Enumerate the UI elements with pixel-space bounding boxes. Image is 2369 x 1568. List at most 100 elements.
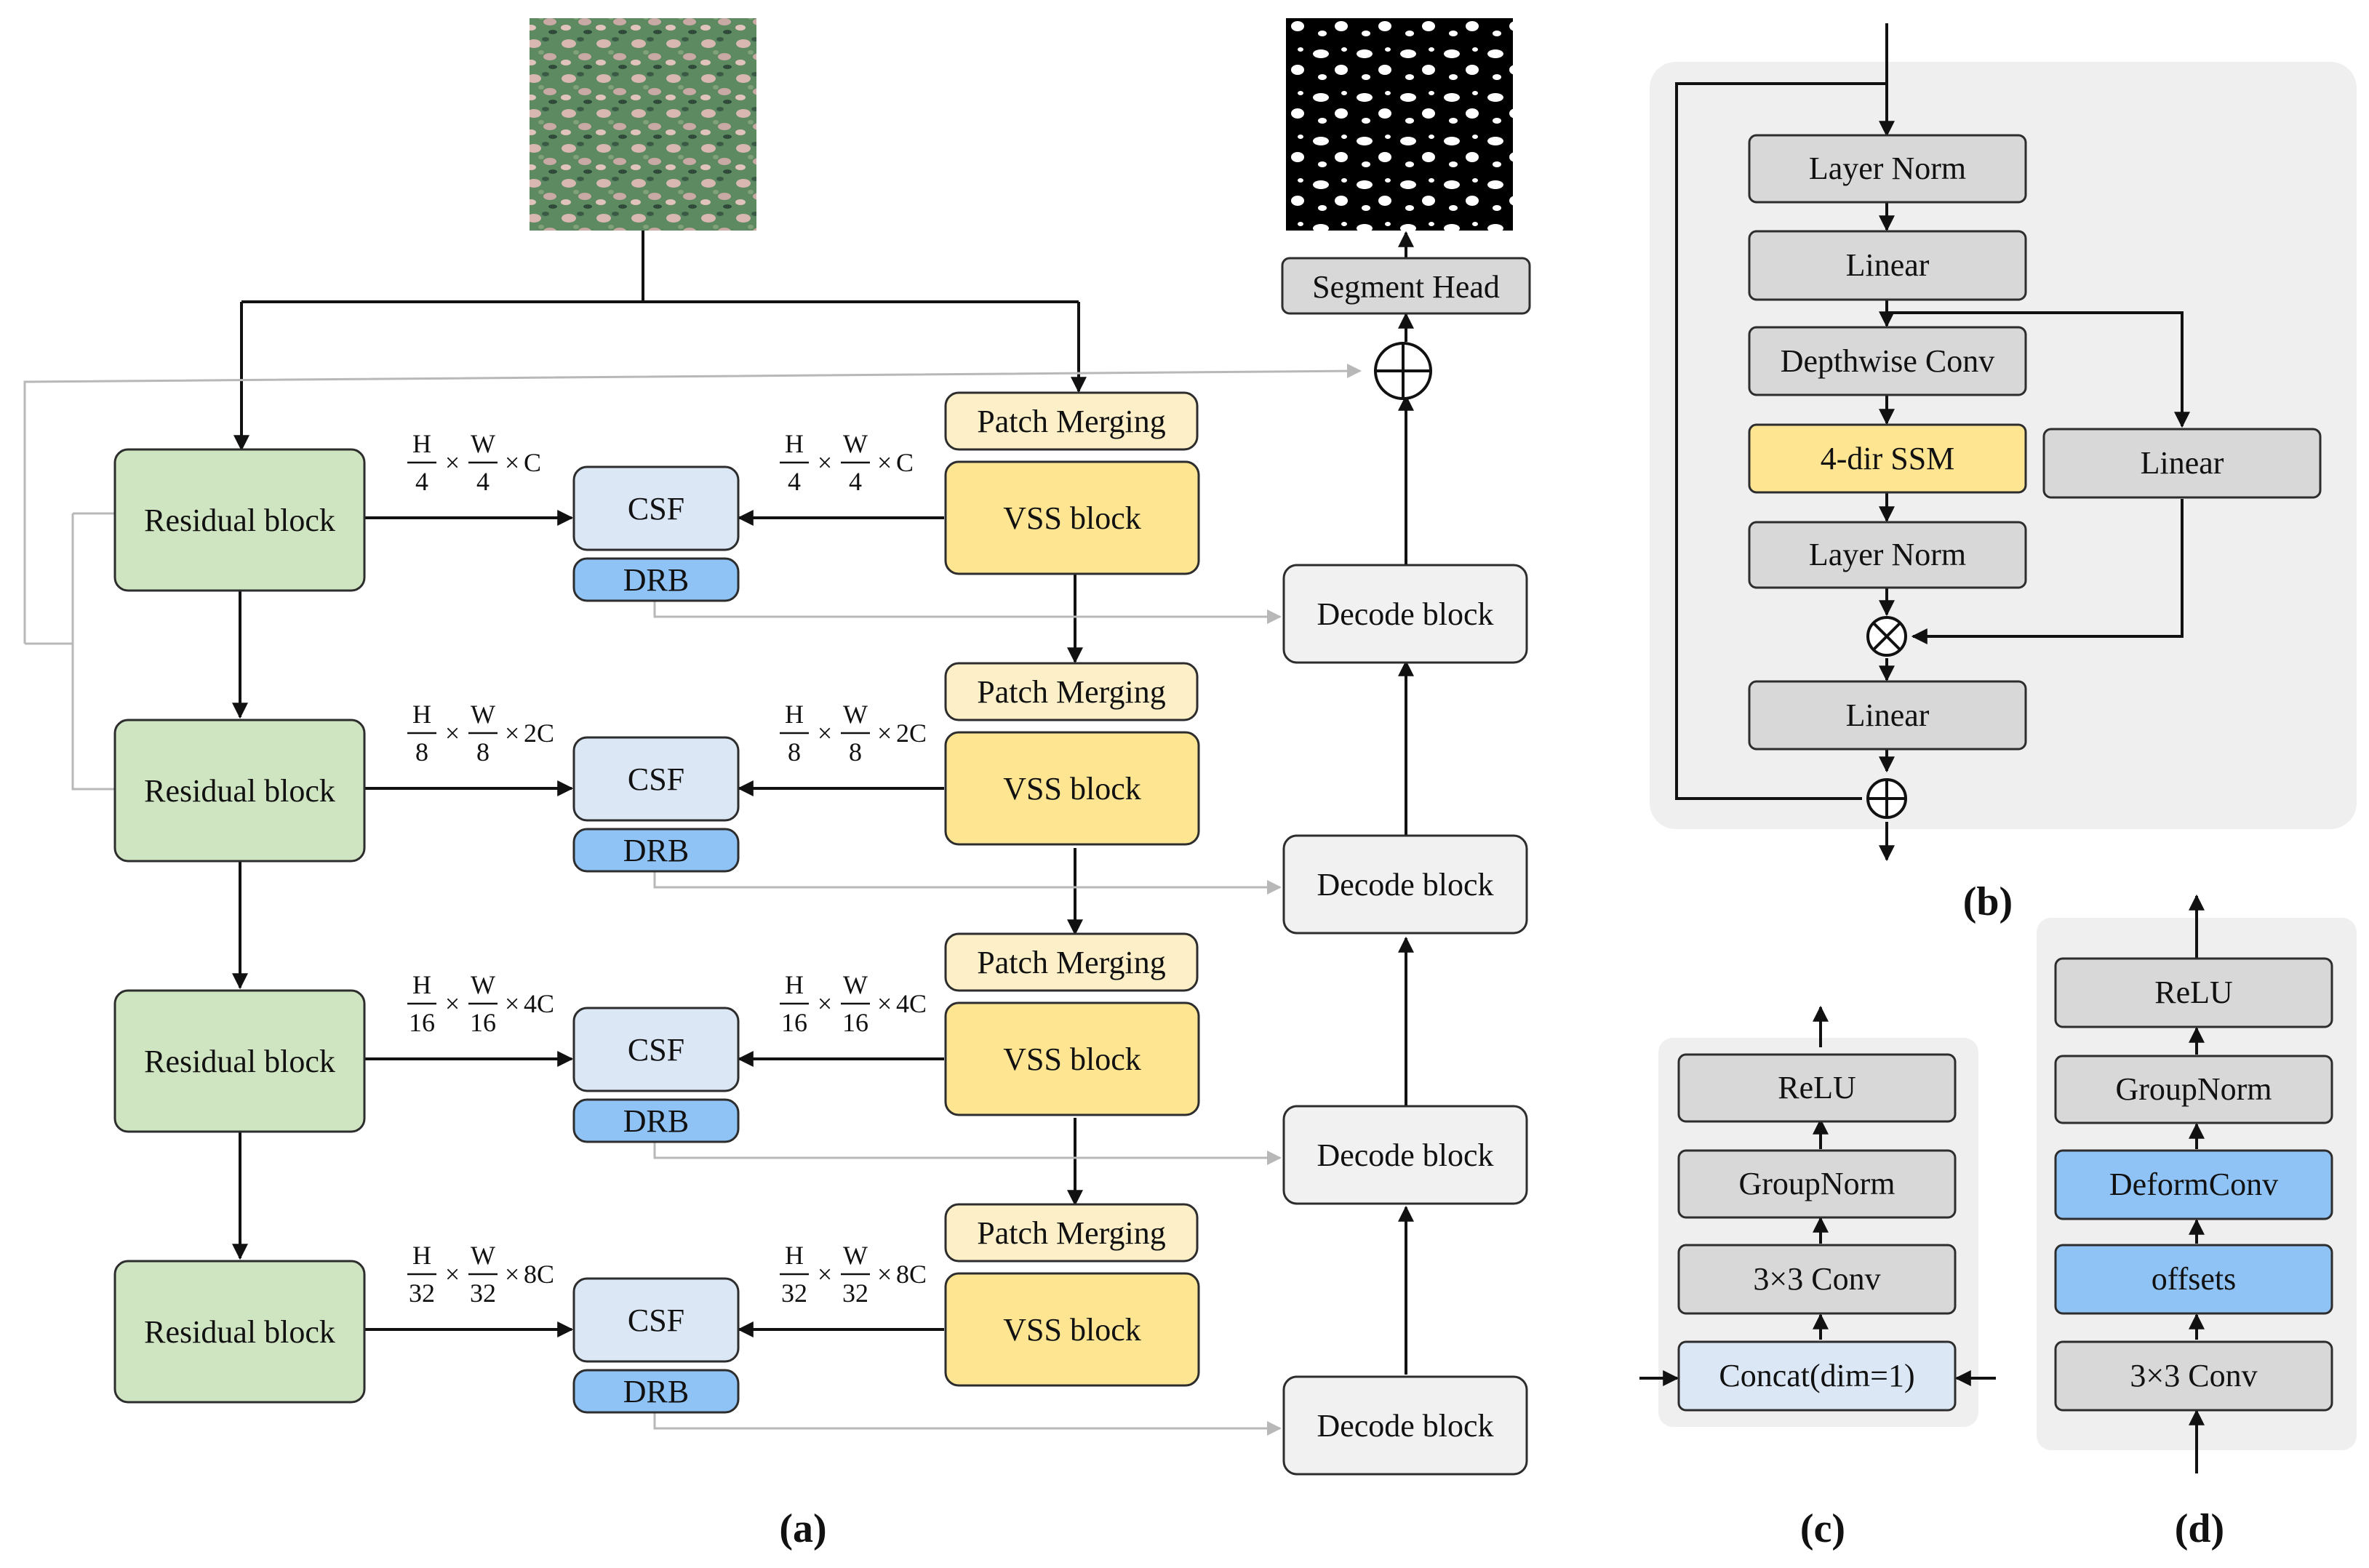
patch-merging-label: Patch Merging	[977, 674, 1166, 710]
csf-block: CSF	[572, 1277, 740, 1363]
decode-block: Decode block	[1282, 1375, 1528, 1476]
feature-size-left: H8×W8×2C	[407, 700, 554, 767]
dim-times-1: ×	[445, 989, 460, 1018]
dim-w-den: 8	[476, 737, 490, 767]
dim-times-1: ×	[818, 448, 832, 477]
dim-w-den: 32	[470, 1279, 496, 1308]
b-ssm: 4-dir SSM	[1748, 423, 2027, 494]
c-conv-label: 3×3 Conv	[1753, 1261, 1880, 1297]
dim-times-2: ×	[877, 989, 892, 1018]
dim-w-den: 16	[842, 1008, 868, 1037]
vss-block: VSS block	[944, 460, 1200, 575]
dim-h-den: 16	[409, 1008, 435, 1037]
dim-w: W	[843, 970, 868, 999]
d-offsets: offsets	[2054, 1244, 2333, 1315]
b-layer-norm-2: Layer Norm	[1748, 521, 2027, 589]
d-relu: ReLU	[2054, 957, 2333, 1028]
decode-block-label: Decode block	[1317, 867, 1493, 903]
patch-merging: Patch Merging	[944, 1203, 1199, 1263]
dim-h-den: 8	[415, 737, 428, 767]
c-concat: Concat(dim=1)	[1677, 1340, 1957, 1412]
dim-w-den: 4	[476, 467, 490, 496]
panel-c-lines	[1639, 1005, 1996, 1386]
csf-block: CSF	[572, 465, 740, 551]
feature-size-right: H4×W4×C	[780, 429, 914, 496]
panel-b-lines	[1675, 23, 2190, 862]
dim-h: H	[785, 1241, 804, 1270]
dim-h: H	[785, 700, 804, 729]
dim-times-2: ×	[505, 989, 519, 1018]
drb-block-label: DRB	[623, 1103, 689, 1139]
dim-h: H	[785, 970, 804, 999]
drb-block: DRB	[572, 557, 740, 602]
dim-channels: 8C	[896, 1260, 927, 1289]
drb-block: DRB	[572, 1098, 740, 1143]
b-depthwise-conv: Depthwise Conv	[1748, 326, 2027, 396]
segment-head-label: Segment Head	[1312, 269, 1500, 305]
dim-times-2: ×	[505, 448, 519, 477]
drb-block-label: DRB	[623, 833, 689, 868]
input-routing	[233, 231, 1087, 452]
dim-w: W	[471, 429, 495, 458]
dim-h: H	[412, 1241, 431, 1270]
drb-to-decoder-line	[653, 871, 1282, 895]
b-linear-side-label: Linear	[2141, 445, 2224, 481]
c-relu: ReLU	[1677, 1053, 1957, 1123]
dim-times-1: ×	[818, 989, 832, 1018]
patch-merging: Patch Merging	[944, 932, 1199, 992]
dim-times-1: ×	[445, 719, 460, 748]
dim-h: H	[412, 429, 431, 458]
drb-block-label: DRB	[623, 562, 689, 598]
b-depthwise-conv-label: Depthwise Conv	[1781, 343, 1995, 379]
decode-block-label: Decode block	[1317, 1137, 1493, 1173]
d-conv: 3×3 Conv	[2054, 1340, 2333, 1412]
vss-block-label: VSS block	[1003, 771, 1140, 807]
input-satellite-image	[530, 18, 756, 231]
dim-times-1: ×	[818, 719, 832, 748]
vss-block: VSS block	[944, 1001, 1200, 1116]
d-relu-label: ReLU	[2154, 975, 2233, 1010]
csf-block-label: CSF	[628, 761, 684, 797]
sum-node-b	[1866, 778, 1907, 819]
patch-merging: Patch Merging	[944, 662, 1199, 721]
dim-h-den: 32	[781, 1279, 807, 1308]
dim-h-den: 16	[781, 1008, 807, 1037]
decode-block: Decode block	[1282, 1105, 1528, 1205]
dim-channels: 8C	[524, 1260, 554, 1289]
b-linear-2: Linear	[1748, 680, 2027, 751]
c-groupnorm-label: GroupNorm	[1738, 1166, 1895, 1201]
d-groupnorm-label: GroupNorm	[2115, 1071, 2272, 1107]
caption-c: (c)	[1800, 1506, 1845, 1551]
b-linear-1: Linear	[1748, 230, 2027, 301]
residual-block-label: Residual block	[144, 1044, 335, 1079]
feature-size-left: H32×W32×8C	[407, 1241, 554, 1308]
b-layer-norm-2-label: Layer Norm	[1809, 537, 1966, 572]
residual-block: Residual block	[113, 989, 366, 1133]
dim-w: W	[843, 1241, 868, 1270]
dim-h-den: 4	[788, 467, 801, 496]
feature-size-right: H8×W8×2C	[780, 700, 927, 767]
dim-w: W	[471, 1241, 495, 1270]
dim-h: H	[785, 429, 804, 458]
decode-block-label: Decode block	[1317, 596, 1493, 632]
dim-w: W	[843, 700, 868, 729]
csf-block: CSF	[572, 736, 740, 822]
b-layer-norm-1-label: Layer Norm	[1809, 151, 1966, 186]
b-ssm-label: 4-dir SSM	[1821, 441, 1955, 476]
drb-block: DRB	[572, 828, 740, 873]
dim-times-2: ×	[877, 1260, 892, 1289]
drb-to-decoder-line	[653, 601, 1282, 624]
patch-merging: Patch Merging	[944, 391, 1199, 451]
b-linear-side: Linear	[2042, 428, 2322, 499]
dim-times-2: ×	[877, 719, 892, 748]
drb-to-decoder-line	[653, 1142, 1282, 1165]
dim-channels: 4C	[896, 989, 927, 1018]
panel-d: ReLU GroupNorm DeformConv offsets 3×3 Co…	[2037, 894, 2357, 1551]
decode-block: Decode block	[1282, 564, 1528, 664]
d-deformconv: DeformConv	[2054, 1149, 2333, 1220]
dim-channels: C	[896, 448, 914, 477]
feature-size-right: H32×W32×8C	[780, 1241, 927, 1308]
